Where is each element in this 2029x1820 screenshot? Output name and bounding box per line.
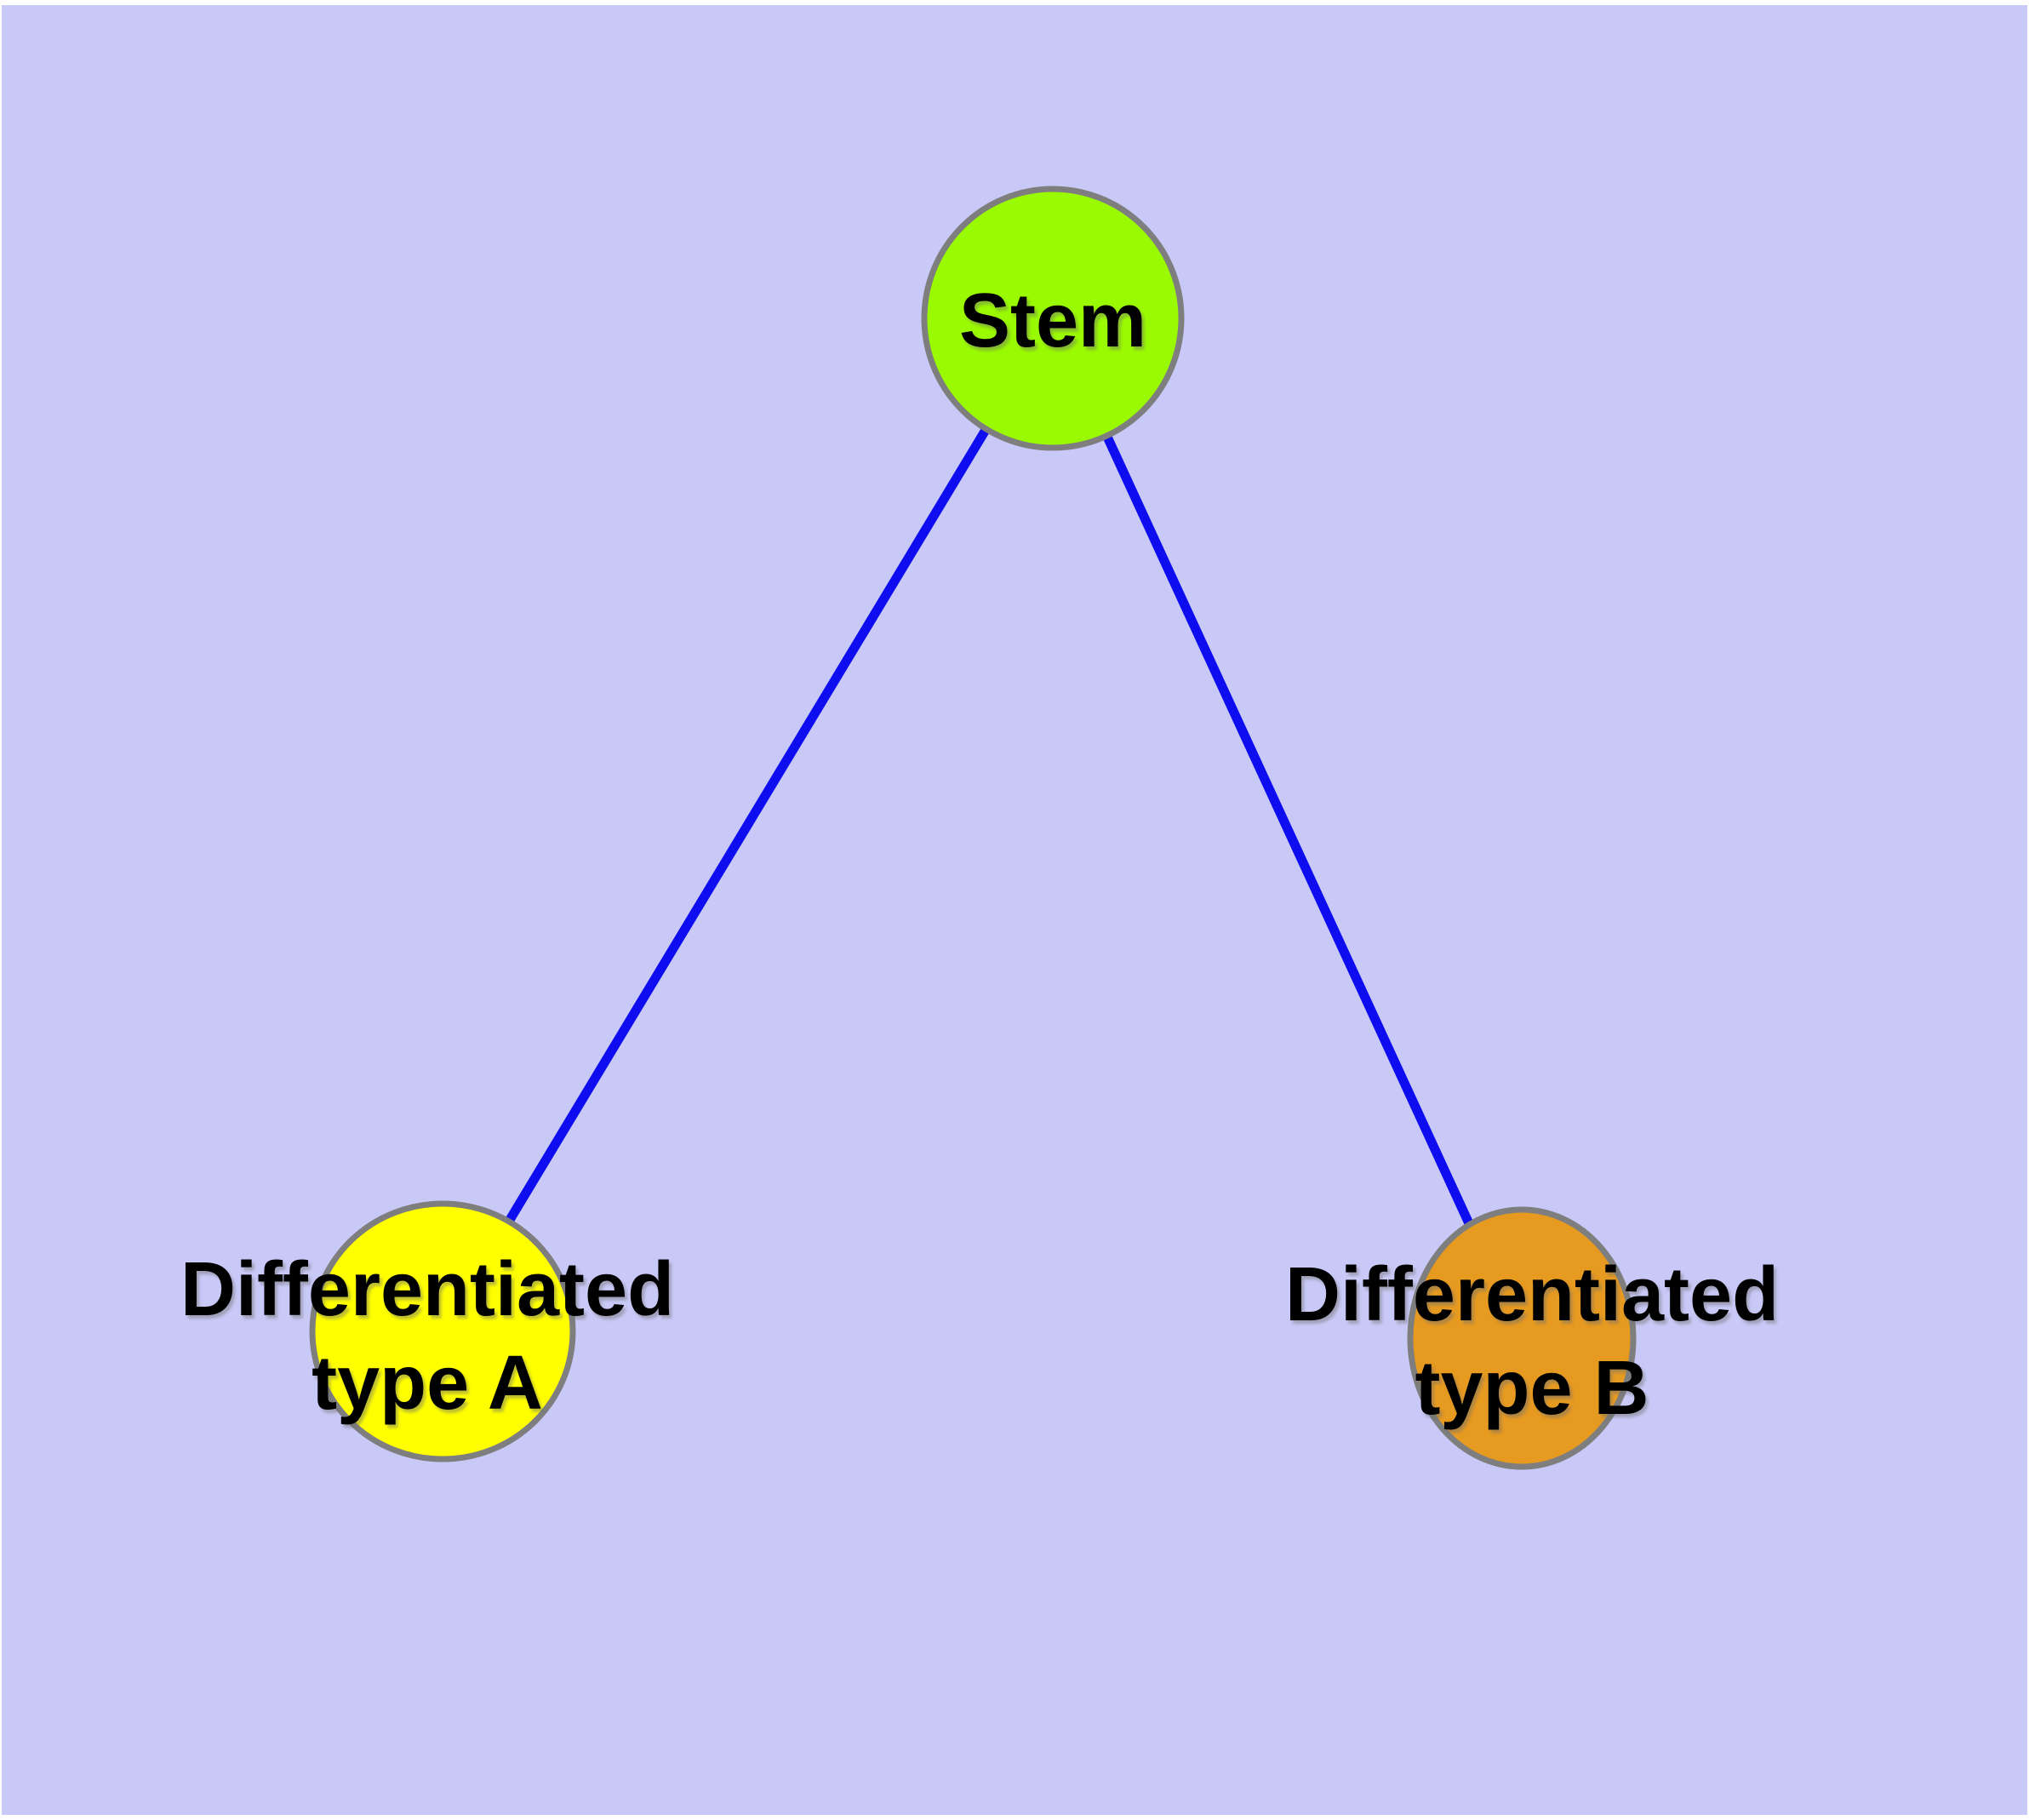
edge-stem-to-type-b xyxy=(1049,316,1526,1341)
node-differentiated-type-a[interactable] xyxy=(309,1200,576,1462)
edge-stem-to-type-a xyxy=(438,316,1057,1334)
node-stem[interactable] xyxy=(921,186,1185,451)
node-differentiated-type-b[interactable] xyxy=(1407,1206,1637,1470)
